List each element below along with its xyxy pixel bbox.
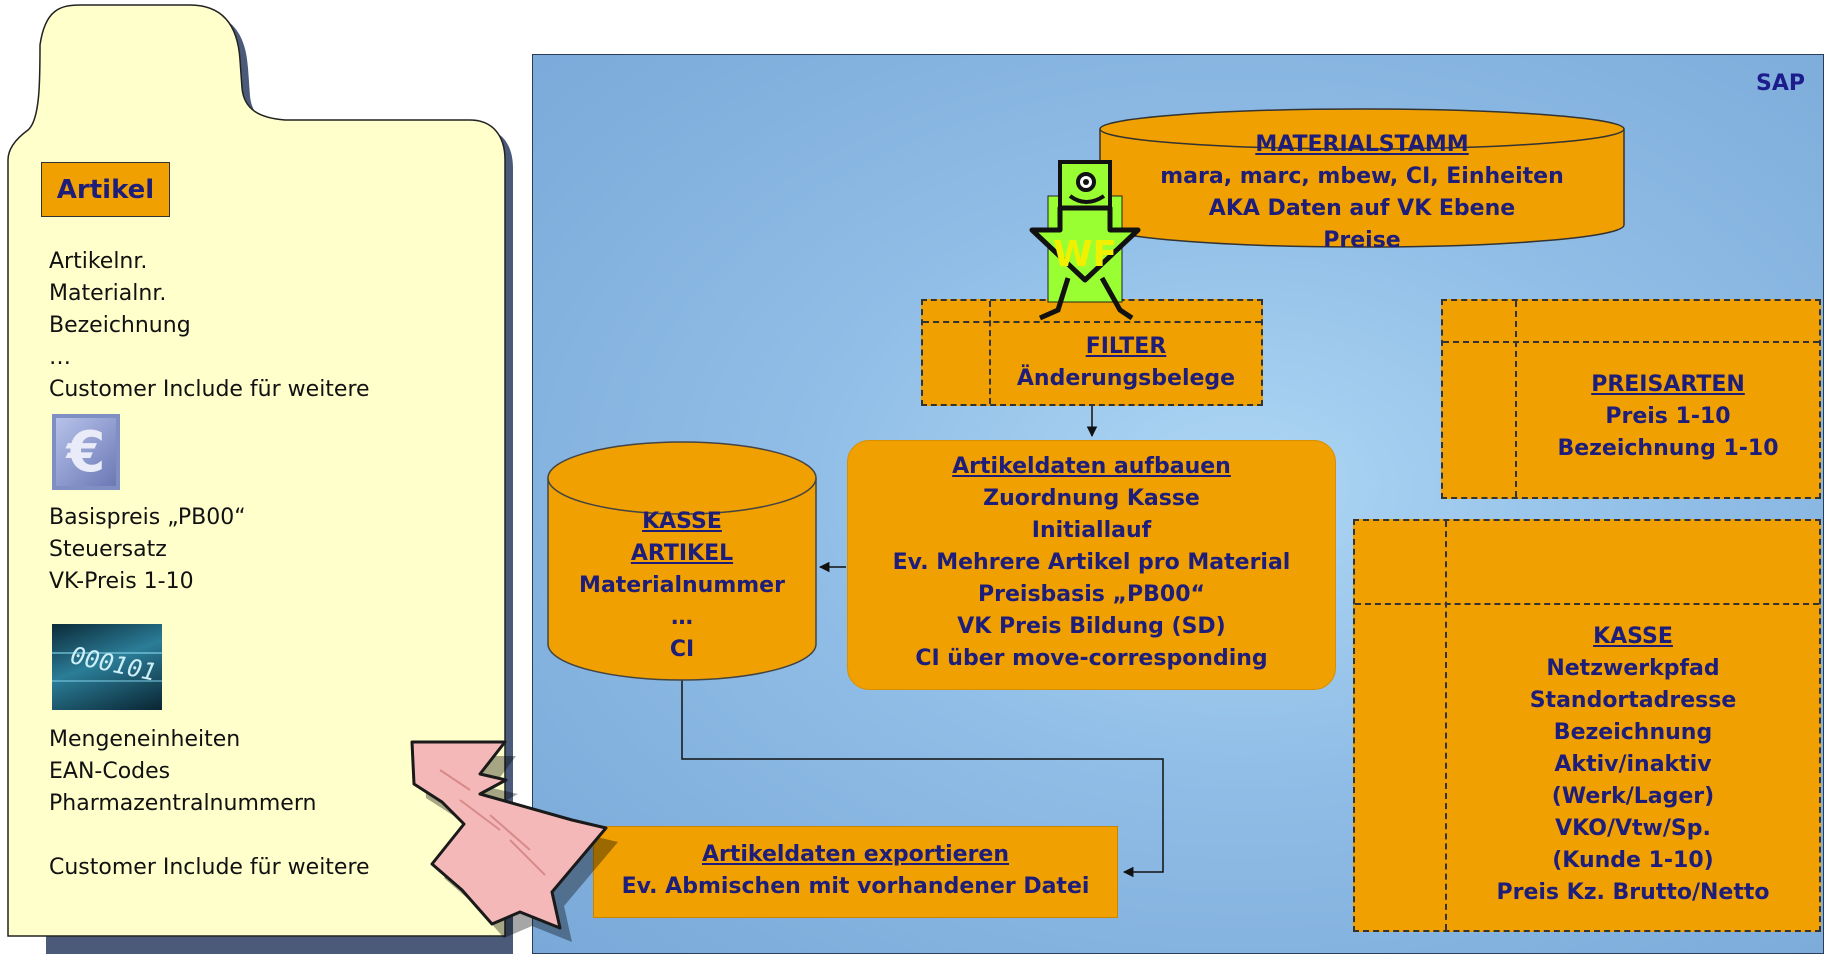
card-field: Steuersatz — [49, 537, 167, 562]
exportieren-title: Artikeldaten exportieren — [701, 842, 1010, 867]
card-field-list-3: Mengeneinheiten EAN-Codes Pharmazentraln… — [49, 724, 370, 884]
kasse-line: Standortadresse — [1529, 688, 1737, 713]
filter-title: FILTER — [1085, 334, 1167, 359]
card-field: Customer Include für weitere — [49, 855, 370, 880]
card-field: Pharmazentralnummern — [49, 791, 317, 816]
materialstamm-title: MATERIALSTAMM — [1255, 132, 1469, 157]
preisarten-line: Bezeichnung 1-10 — [1557, 436, 1779, 461]
kasse-line: VKO/Vtw/Sp. — [1555, 816, 1711, 841]
aufbauen-line: Zuordnung Kasse — [983, 486, 1200, 511]
exportieren-box: Artikeldaten exportieren Ev. Abmischen m… — [593, 826, 1118, 918]
card-field: Customer Include für weitere — [49, 377, 370, 402]
materialstamm-line: AKA Daten auf VK Ebene — [1208, 196, 1516, 221]
kasse-line: (Werk/Lager) — [1551, 784, 1715, 809]
materialstamm-line: Preise — [1323, 228, 1401, 253]
aufbauen-line: VK Preis Bildung (SD) — [957, 614, 1226, 639]
preisarten-line: Preis 1-10 — [1605, 404, 1731, 429]
kasse-title: KASSE — [1593, 624, 1673, 649]
kasse-box: KASSE Netzwerkpfad Standortadresse Bezei… — [1353, 519, 1821, 932]
preisarten-box: PREISARTEN Preis 1-10 Bezeichnung 1-10 — [1441, 299, 1821, 499]
filter-line: Änderungsbelege — [1016, 366, 1236, 391]
wf-label: WF — [1053, 234, 1117, 275]
aufbauen-line: Initiallauf — [1031, 518, 1152, 543]
artikel-tab: Artikel — [41, 162, 170, 217]
card-field: Mengeneinheiten — [49, 727, 241, 752]
card-field: VK-Preis 1-10 — [49, 569, 194, 594]
aufbauen-line: Ev. Mehrere Artikel pro Material — [892, 550, 1291, 575]
preisarten-title: PREISARTEN — [1591, 372, 1745, 397]
card-field: Bezeichnung — [49, 313, 191, 338]
sap-label: SAP — [1756, 71, 1805, 96]
kasse-line: Netzwerkpfad — [1546, 656, 1720, 681]
folder-card-shape — [7, 4, 513, 954]
card-field: EAN-Codes — [49, 759, 171, 784]
kasse-artikel-title1: KASSE — [642, 509, 722, 534]
kasse-artikel-text: KASSE ARTIKEL Materialnummer … CI — [546, 506, 818, 666]
data-image-icon: 000101 — [52, 624, 162, 710]
kasse-line: Bezeichnung — [1553, 720, 1713, 745]
kasse-artikel-line: Materialnummer — [579, 573, 785, 598]
materialstamm-line: mara, marc, mbew, CI, Einheiten — [1160, 164, 1564, 189]
kasse-artikel-line: … — [671, 605, 693, 630]
kasse-artikel-title2: ARTIKEL — [630, 541, 734, 566]
aufbauen-line: CI über move-corresponding — [915, 646, 1268, 671]
materialstamm-text: MATERIALSTAMM mara, marc, mbew, CI, Einh… — [1098, 129, 1626, 257]
kasse-line: (Kunde 1-10) — [1552, 848, 1714, 873]
aufbauen-box: Artikeldaten aufbauen Zuordnung Kasse In… — [847, 440, 1336, 690]
card-field-list-1: Artikelnr. Materialnr. Bezeichnung … Cus… — [49, 246, 370, 406]
materialstamm-cylinder — [1099, 108, 1625, 248]
euro-symbol: € — [66, 419, 106, 485]
wf-mascot-icon: WF — [1029, 160, 1141, 321]
exportieren-line: Ev. Abmischen mit vorhandener Datei — [621, 874, 1090, 899]
card-field: Basispreis „PB00“ — [49, 505, 246, 530]
arrow-kasse-artikel-to-export — [681, 680, 1164, 878]
kasse-artikel-cylinder — [547, 441, 817, 681]
kasse-artikel-line: CI — [669, 637, 695, 662]
card-field-list-2: Basispreis „PB00“ Steuersatz VK-Preis 1-… — [49, 502, 246, 598]
euro-icon: € — [52, 414, 120, 490]
aufbauen-title: Artikeldaten aufbauen — [952, 454, 1231, 479]
card-field: … — [49, 345, 71, 370]
card-field: Materialnr. — [49, 281, 167, 306]
filter-box: FILTER Änderungsbelege — [921, 299, 1263, 406]
card-field: Artikelnr. — [49, 249, 148, 274]
kasse-line: Preis Kz. Brutto/Netto — [1496, 880, 1770, 905]
kasse-line: Aktiv/inaktiv — [1554, 752, 1712, 777]
aufbauen-line: Preisbasis „PB00“ — [978, 582, 1205, 607]
